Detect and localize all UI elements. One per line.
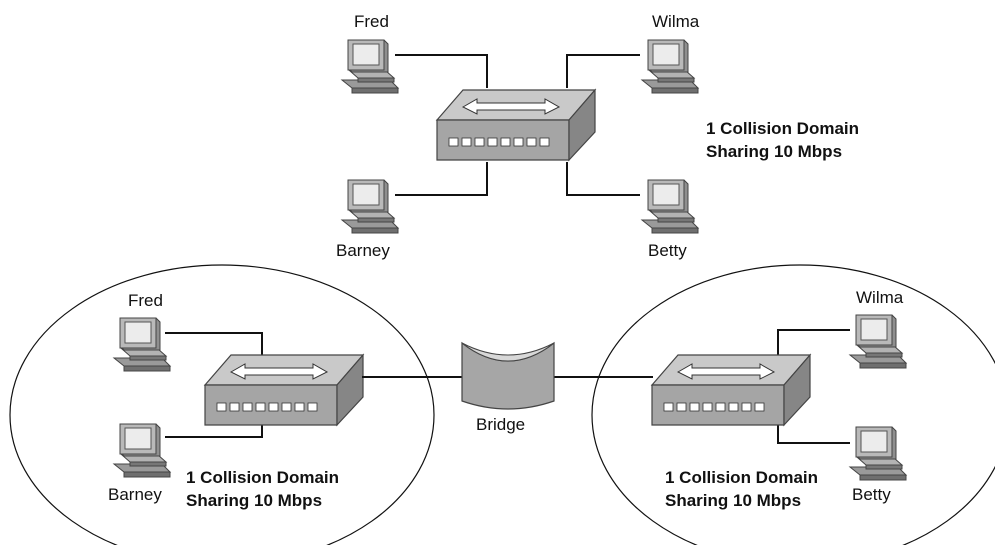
collision-domain-caption-line1: 1 Collision Domain bbox=[186, 468, 339, 487]
pc-workstation-icon bbox=[849, 426, 907, 481]
host-label-fred: Fred bbox=[128, 291, 163, 310]
link-wilma-hub bbox=[566, 54, 640, 88]
pc-workstation-icon bbox=[113, 317, 171, 372]
hub-icon bbox=[204, 354, 364, 426]
host-label-barney: Barney bbox=[336, 241, 390, 260]
host-label-betty: Betty bbox=[852, 485, 891, 504]
pc-workstation-icon bbox=[641, 39, 699, 94]
link-betty-hub bbox=[777, 420, 850, 444]
pc-workstation-icon bbox=[341, 39, 399, 94]
hub-icon bbox=[436, 89, 596, 161]
pc-workstation-icon bbox=[849, 314, 907, 369]
bridge-segment: Bridge bbox=[362, 342, 653, 434]
link-barney-hub bbox=[395, 162, 488, 196]
right-collision-domain: Wilma Betty 1 Collision Domain Sharing 1… bbox=[591, 264, 995, 545]
host-label-fred: Fred bbox=[354, 12, 389, 31]
bridge-icon bbox=[461, 342, 555, 410]
pc-workstation-icon bbox=[341, 179, 399, 234]
host-label-wilma: Wilma bbox=[856, 288, 904, 307]
collision-domain-ellipse bbox=[591, 264, 995, 545]
hub-icon bbox=[651, 354, 811, 426]
host-label-wilma: Wilma bbox=[652, 12, 700, 31]
pc-workstation-icon bbox=[113, 423, 171, 478]
host-label-barney: Barney bbox=[108, 485, 162, 504]
pc-workstation-icon bbox=[641, 179, 699, 234]
collision-domain-caption-line2: Sharing 10 Mbps bbox=[665, 491, 801, 510]
collision-domain-caption-line2: Sharing 10 Mbps bbox=[186, 491, 322, 510]
host-label-betty: Betty bbox=[648, 241, 687, 260]
link-barney-hub bbox=[165, 420, 263, 438]
left-collision-domain: Fred Barney 1 Collision Domain Sharing 1… bbox=[9, 264, 435, 545]
collision-domain-caption-line1: 1 Collision Domain bbox=[706, 119, 859, 138]
link-fred-hub bbox=[395, 54, 488, 88]
collision-domain-caption-line1: 1 Collision Domain bbox=[665, 468, 818, 487]
bridge-label: Bridge bbox=[476, 415, 525, 434]
collision-domain-caption-line2: Sharing 10 Mbps bbox=[706, 142, 842, 161]
top-network: Fred Wilma Barney Betty 1 Collision Doma… bbox=[336, 12, 859, 260]
link-betty-hub bbox=[566, 162, 640, 196]
collision-domain-ellipse bbox=[9, 264, 435, 545]
